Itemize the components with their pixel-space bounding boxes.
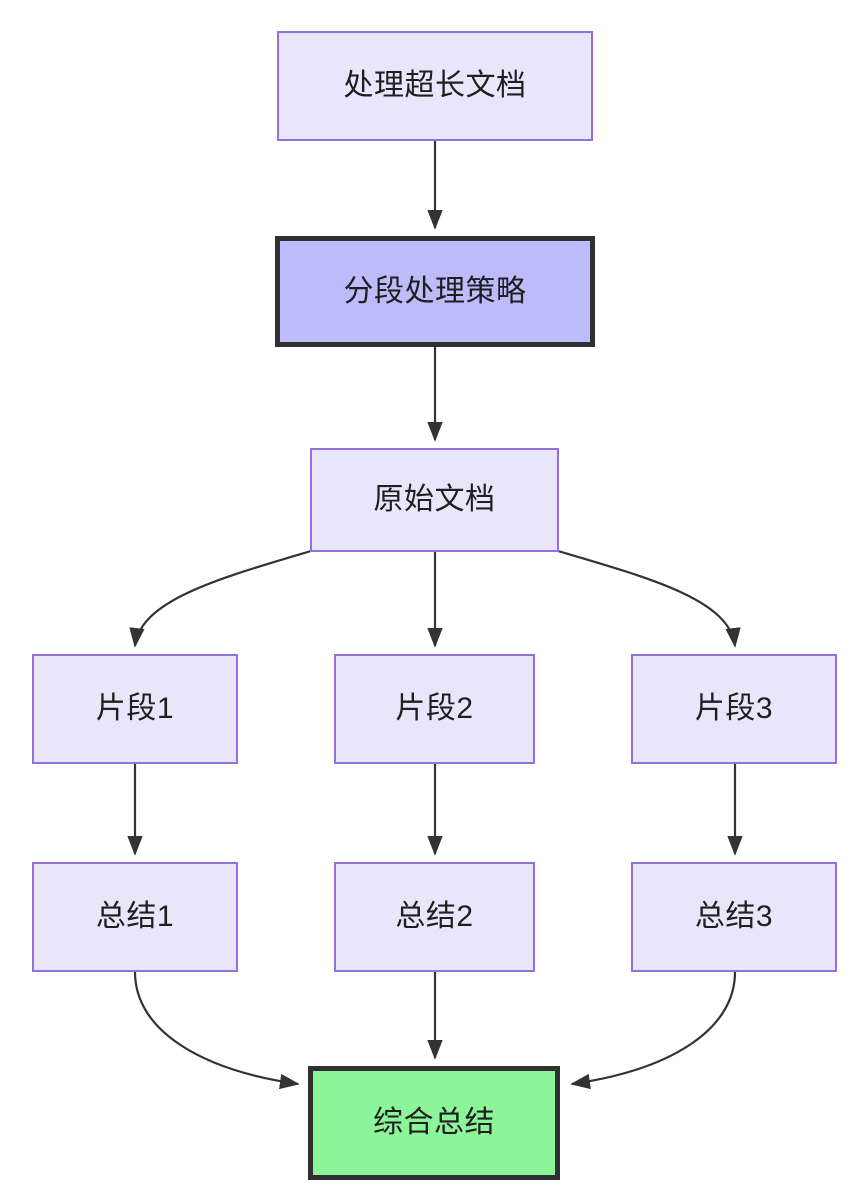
node-strategy-label: 分段处理策略 <box>343 274 527 308</box>
edge-summary-3-to-final <box>570 971 737 1090</box>
node-summary-3[interactable]: 总结3 <box>631 862 837 972</box>
edge-summary-1-to-final <box>133 971 300 1090</box>
edge-source-doc-to-chunk-3 <box>557 549 741 648</box>
node-strategy[interactable]: 分段处理策略 <box>275 236 595 347</box>
node-chunk-2[interactable]: 片段2 <box>334 654 535 764</box>
node-chunk-3[interactable]: 片段3 <box>631 654 837 764</box>
node-chunk-1[interactable]: 片段1 <box>32 654 238 764</box>
node-source-doc-label: 原始文档 <box>373 483 496 516</box>
node-chunk-1-label: 片段1 <box>95 692 175 725</box>
edge-source-doc-to-chunk-1 <box>129 549 312 648</box>
node-summary-2-label: 总结2 <box>395 900 474 933</box>
node-chunk-2-label: 片段2 <box>395 692 474 725</box>
node-source-doc[interactable]: 原始文档 <box>310 448 559 552</box>
node-summary-2[interactable]: 总结2 <box>334 862 535 972</box>
node-summary-1[interactable]: 总结1 <box>32 862 238 972</box>
node-final-summary-label: 综合总结 <box>373 1106 495 1139</box>
node-chunk-3-label: 片段3 <box>694 692 774 725</box>
node-summary-1-label: 总结1 <box>95 900 175 933</box>
node-final-summary[interactable]: 综合总结 <box>308 1066 560 1180</box>
node-long-doc[interactable]: 处理超长文档 <box>277 31 593 141</box>
node-long-doc-label: 处理超长文档 <box>343 69 527 102</box>
node-summary-3-label: 总结3 <box>694 900 774 933</box>
